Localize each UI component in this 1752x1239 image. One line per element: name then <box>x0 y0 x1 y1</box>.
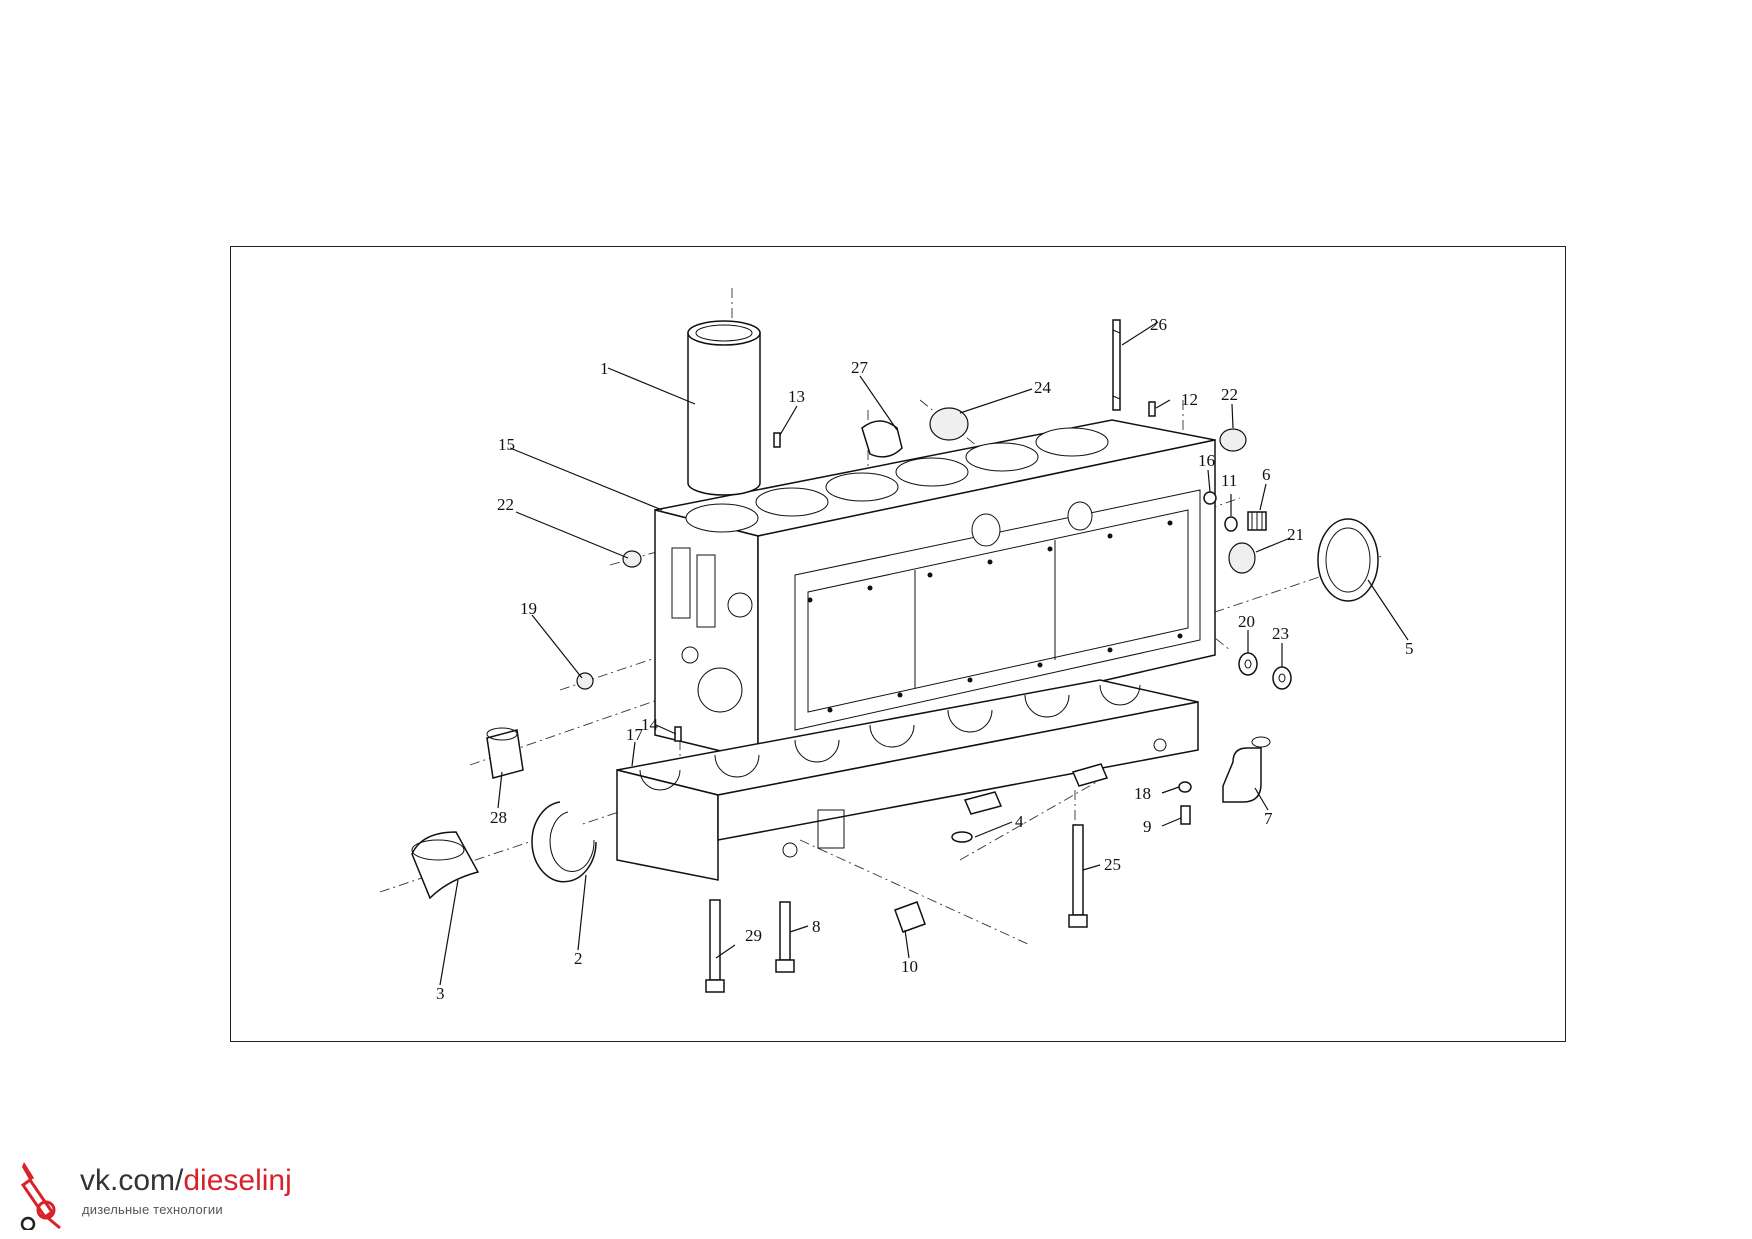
watermark: vk.com/dieselinj дизельные технологии <box>18 1160 318 1230</box>
watermark-url[interactable]: vk.com/dieselinj <box>80 1164 292 1198</box>
part-label-2: 2 <box>574 949 583 968</box>
injector-icon <box>20 1162 61 1230</box>
part-label-19: 19 <box>520 599 537 618</box>
part-label-22-top: 22 <box>1221 385 1238 404</box>
part-label-23: 23 <box>1272 624 1289 643</box>
part-label-7: 7 <box>1264 809 1273 828</box>
part-label-3: 3 <box>436 984 445 1003</box>
part-label-5: 5 <box>1405 639 1414 658</box>
part-label-18: 18 <box>1134 784 1151 803</box>
part-label-12: 12 <box>1181 390 1198 409</box>
bearing-frame <box>616 679 1199 881</box>
part-label-20: 20 <box>1238 612 1255 631</box>
part-label-26: 26 <box>1150 315 1167 334</box>
part-label-24: 24 <box>1034 378 1052 397</box>
part-label-25: 25 <box>1104 855 1121 874</box>
part-label-11: 11 <box>1221 471 1237 490</box>
diagram-frame <box>230 246 1566 1042</box>
part-label-28: 28 <box>490 808 507 827</box>
watermark-url-handle: dieselinj <box>183 1164 292 1197</box>
part-label-29: 29 <box>745 926 762 945</box>
part-label-6: 6 <box>1262 465 1271 484</box>
part-label-21: 21 <box>1287 525 1304 544</box>
watermark-tagline: дизельные технологии <box>82 1202 223 1217</box>
part-label-8: 8 <box>812 917 821 936</box>
part-label-17: 17 <box>626 725 644 744</box>
part-label-15: 15 <box>498 435 515 454</box>
loose-parts <box>411 319 1379 993</box>
part-label-9: 9 <box>1143 817 1152 836</box>
part-labels: 1 2 3 4 5 6 7 8 9 10 11 12 13 14 15 16 1… <box>436 315 1414 1003</box>
part-label-1: 1 <box>600 359 609 378</box>
part-label-16: 16 <box>1198 451 1215 470</box>
leader-lines <box>439 321 1409 986</box>
part-label-13: 13 <box>788 387 805 406</box>
part-label-14: 14 <box>641 715 659 734</box>
part-label-4: 4 <box>1015 812 1024 831</box>
part-label-10: 10 <box>901 957 918 976</box>
part-label-22-left: 22 <box>497 495 514 514</box>
watermark-url-prefix: vk.com/ <box>80 1164 184 1197</box>
part-label-27: 27 <box>851 358 869 377</box>
